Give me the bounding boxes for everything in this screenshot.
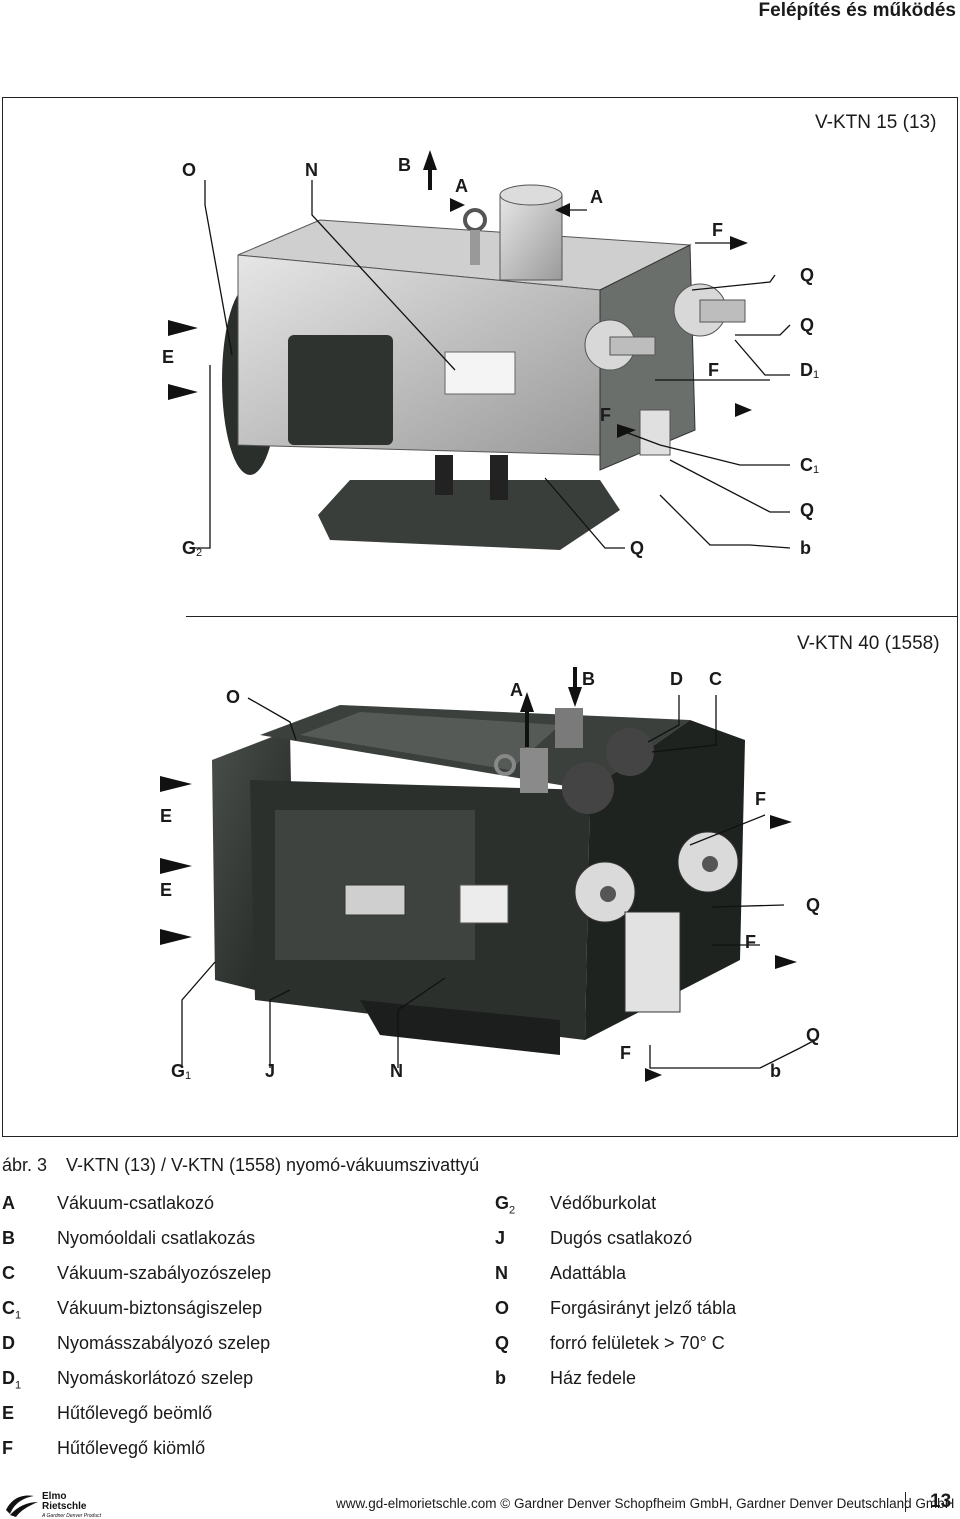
svg-text:A Gardner Denver Product: A Gardner Denver Product [41,1513,102,1519]
arrows-bottom [160,667,797,1082]
callout-top-C1: C1 [800,455,820,476]
callout-top-Q-1: Q [800,265,815,285]
callout-top-Q-3: Q [800,500,815,520]
callout-top-F-1: F [712,220,723,240]
callout-top-A-right: A [590,187,603,207]
callout-bottom-O: O [226,687,241,707]
callout-top-E: E [162,347,175,367]
callout-top-D1: D1 [800,360,820,381]
model-label-top: V-KTN 15 (13) [815,112,937,133]
leader-lines-top [194,180,791,549]
callout-bottom-D: D [670,669,683,689]
callout-bottom-b: b [770,1061,781,1081]
callout-bottom-A: A [510,680,523,700]
callout-bottom-B: B [582,669,595,689]
callout-bottom-F-2: F [745,932,756,952]
figure-number: ábr. 3 [2,1155,48,1175]
svg-text:Elmo: Elmo [42,1491,66,1502]
callout-bottom-G1: G1 [171,1061,192,1082]
callout-top-b: b [800,538,811,558]
callout-bottom-Q-2: Q [806,1025,821,1045]
svg-text:Rietschle: Rietschle [42,1501,87,1512]
callout-bottom-Q-1: Q [806,895,821,915]
callout-top-G2: G2 [182,538,203,559]
callout-bottom-C: C [709,669,722,689]
callout-bottom-N: N [390,1061,403,1081]
section-title: Felépítés és működés [758,0,956,21]
figure-divider [186,616,958,617]
callout-top-F-2: F [708,360,719,380]
callout-bottom-E-2: E [160,880,173,900]
figure-frame [2,97,958,1137]
arrows-top [168,150,752,438]
footer-copyright: www.gd-elmorietschle.com © Gardner Denve… [336,1496,955,1511]
callout-top-Q-4: Q [630,538,645,558]
callout-bottom-E-1: E [160,806,173,826]
pump-vktn40-drawing [212,705,745,1055]
callout-bottom-F-1: F [755,789,766,809]
page-footer: Elmo Rietschle A Gardner Denver Product … [0,1488,960,1519]
pump-vktn15-drawing [222,184,746,550]
callout-bottom-J: J [265,1061,276,1081]
callout-top-B: B [398,155,411,175]
figure-caption-text: V-KTN (13) / V-KTN (1558) nyomó-vákuumsz… [66,1155,480,1175]
footer-separator [905,1492,906,1512]
callout-top-Q-2: Q [800,315,815,335]
callout-top-N: N [305,160,318,180]
callout-top-A-left: A [455,176,468,196]
page-number: 13 [930,1491,952,1512]
callout-bottom-F-3: F [620,1043,631,1063]
callout-top-O: O [182,160,197,180]
model-label-bottom: V-KTN 40 (1558) [797,633,940,654]
figure-caption: ábr. 3 V-KTN (13) / V-KTN (1558) nyomó-vá… [2,1155,479,1176]
leader-lines-bottom [181,695,816,1069]
pump-illustrations [160,150,816,1082]
callout-top-F-3: F [600,405,611,425]
elmo-rietschle-logo: Elmo Rietschle A Gardner Denver Product [6,1491,102,1519]
